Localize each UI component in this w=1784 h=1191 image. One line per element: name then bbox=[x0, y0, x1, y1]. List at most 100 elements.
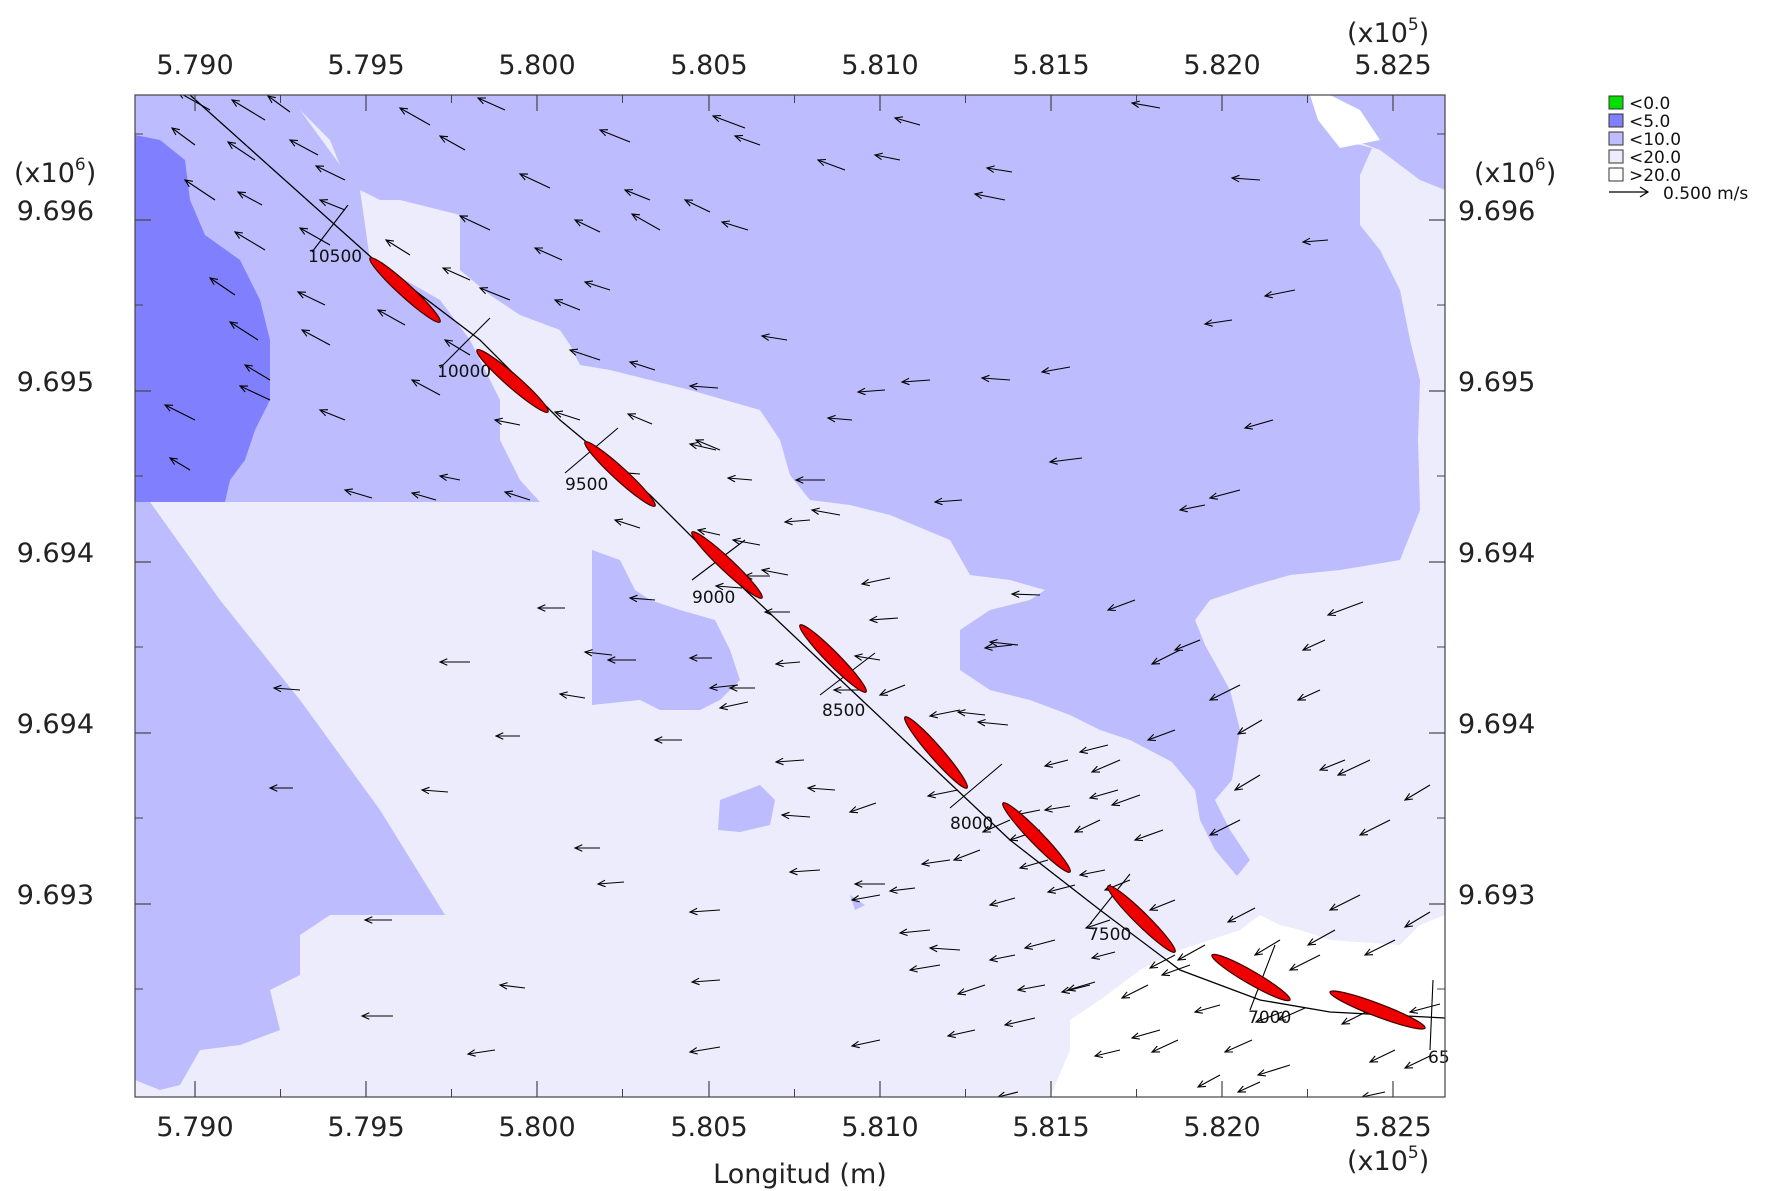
current-vector bbox=[573, 219, 601, 233]
x-axis-title: Longitud (m) bbox=[713, 1159, 887, 1190]
current-vector bbox=[1254, 1011, 1283, 1023]
legend-vector-arrow bbox=[1609, 186, 1650, 198]
current-vector bbox=[956, 709, 986, 717]
y-tick-right-3: 9.695 bbox=[1458, 367, 1535, 398]
current-vector bbox=[997, 1091, 1019, 1097]
legend: <0.0 <5.0 <10.0 <20.0 >20.0 0.500 m/s bbox=[1608, 94, 1748, 204]
current-vector bbox=[1093, 1049, 1121, 1059]
y-multiplier-right: (x106) bbox=[1474, 155, 1556, 189]
current-vector bbox=[1046, 884, 1076, 894]
x-tick-bottom-4: 5.810 bbox=[841, 1112, 918, 1143]
x-tick-labels-bottom: 5.790 5.795 5.800 5.805 5.810 5.815 5.82… bbox=[156, 1112, 1431, 1143]
current-vector bbox=[1226, 907, 1256, 923]
current-vector bbox=[928, 944, 961, 953]
current-vector bbox=[1150, 649, 1181, 665]
current-vector bbox=[1043, 759, 1069, 768]
current-vector bbox=[868, 615, 899, 624]
x-tick-bottom-0: 5.790 bbox=[156, 1112, 233, 1143]
legend-swatch-0 bbox=[1608, 95, 1624, 110]
current-vector bbox=[208, 277, 236, 296]
current-vector bbox=[1120, 984, 1149, 999]
chainage-label: 8000 bbox=[950, 814, 993, 834]
current-vector bbox=[376, 309, 406, 326]
current-vector bbox=[1130, 1029, 1161, 1040]
current-vector bbox=[988, 638, 1019, 647]
current-vector bbox=[630, 213, 661, 231]
current-vector bbox=[878, 684, 906, 696]
current-vector bbox=[708, 683, 739, 692]
y-multiplier-left: (x106) bbox=[14, 155, 96, 189]
vessel-marker bbox=[691, 531, 763, 599]
current-vector bbox=[952, 849, 981, 861]
current-vector bbox=[236, 191, 263, 206]
current-vector bbox=[478, 287, 511, 301]
plot-frame bbox=[134, 94, 1446, 1098]
current-vector bbox=[1336, 759, 1371, 776]
legend-vector-label: 0.500 m/s bbox=[1663, 184, 1748, 204]
chainage-label: 10000 bbox=[437, 362, 491, 382]
x-tick-top-4: 5.810 bbox=[841, 50, 918, 81]
current-vectors bbox=[163, 95, 1441, 1097]
current-vector bbox=[583, 649, 613, 657]
y-tick-right-0: 9.693 bbox=[1458, 880, 1535, 911]
current-vector bbox=[806, 784, 836, 793]
current-vector bbox=[1223, 1039, 1253, 1053]
current-vector bbox=[1301, 237, 1329, 246]
current-vector bbox=[810, 507, 841, 516]
current-vector bbox=[498, 982, 526, 990]
current-vector bbox=[384, 239, 411, 256]
chainage-tick bbox=[1089, 873, 1131, 925]
current-vector bbox=[985, 165, 1013, 173]
current-vector bbox=[1208, 684, 1241, 701]
current-vector bbox=[288, 139, 319, 156]
current-vector bbox=[598, 129, 631, 143]
current-vector bbox=[443, 339, 471, 356]
current-vector bbox=[850, 1039, 881, 1049]
current-vector bbox=[1176, 944, 1206, 961]
current-vector bbox=[170, 127, 196, 146]
current-vector bbox=[438, 135, 466, 151]
current-vector bbox=[760, 567, 789, 576]
current-vector bbox=[988, 897, 1016, 907]
current-vector bbox=[518, 173, 551, 189]
current-vector bbox=[318, 199, 346, 211]
current-vector bbox=[626, 413, 653, 425]
current-vector bbox=[494, 732, 520, 740]
current-vector bbox=[1090, 951, 1116, 960]
current-vector bbox=[1146, 729, 1176, 742]
legend-label-0: <0.0 bbox=[1629, 94, 1670, 114]
current-vector bbox=[926, 789, 959, 799]
y-tick-left-1: 9.694 bbox=[17, 709, 94, 740]
band-lt10-patch-a bbox=[592, 550, 740, 710]
y-tick-left-3: 9.695 bbox=[17, 367, 94, 398]
current-vector bbox=[268, 784, 293, 792]
x-tick-top-7: 5.825 bbox=[1354, 50, 1431, 81]
current-vector bbox=[1288, 954, 1321, 971]
current-vector bbox=[1148, 899, 1176, 911]
chainage-label: 7000 bbox=[1248, 1008, 1291, 1028]
x-tick-top-6: 5.820 bbox=[1183, 50, 1260, 81]
current-vector bbox=[1018, 859, 1049, 870]
current-vector bbox=[956, 984, 986, 996]
legend-label-3: <20.0 bbox=[1629, 148, 1681, 168]
current-vector bbox=[1090, 759, 1121, 773]
band-gt20 bbox=[1050, 915, 1445, 1097]
current-vector bbox=[873, 152, 901, 161]
chainage-label: 7500 bbox=[1088, 925, 1131, 945]
current-vector bbox=[1256, 1064, 1291, 1077]
current-vector bbox=[1236, 719, 1263, 735]
current-vector bbox=[228, 321, 259, 341]
current-vector bbox=[179, 95, 211, 111]
current-vector bbox=[1110, 794, 1141, 807]
x-tick-top-2: 5.800 bbox=[498, 50, 575, 81]
current-vector bbox=[688, 654, 712, 662]
current-vector bbox=[410, 379, 441, 396]
current-vector bbox=[553, 410, 581, 421]
current-vector bbox=[1193, 1004, 1221, 1014]
current-vector bbox=[893, 116, 921, 126]
current-vector bbox=[683, 199, 711, 213]
x-tick-bottom-7: 5.825 bbox=[1354, 1112, 1431, 1143]
current-vector bbox=[1408, 1003, 1441, 1014]
current-vector bbox=[1106, 599, 1136, 612]
current-vector bbox=[1326, 601, 1364, 617]
